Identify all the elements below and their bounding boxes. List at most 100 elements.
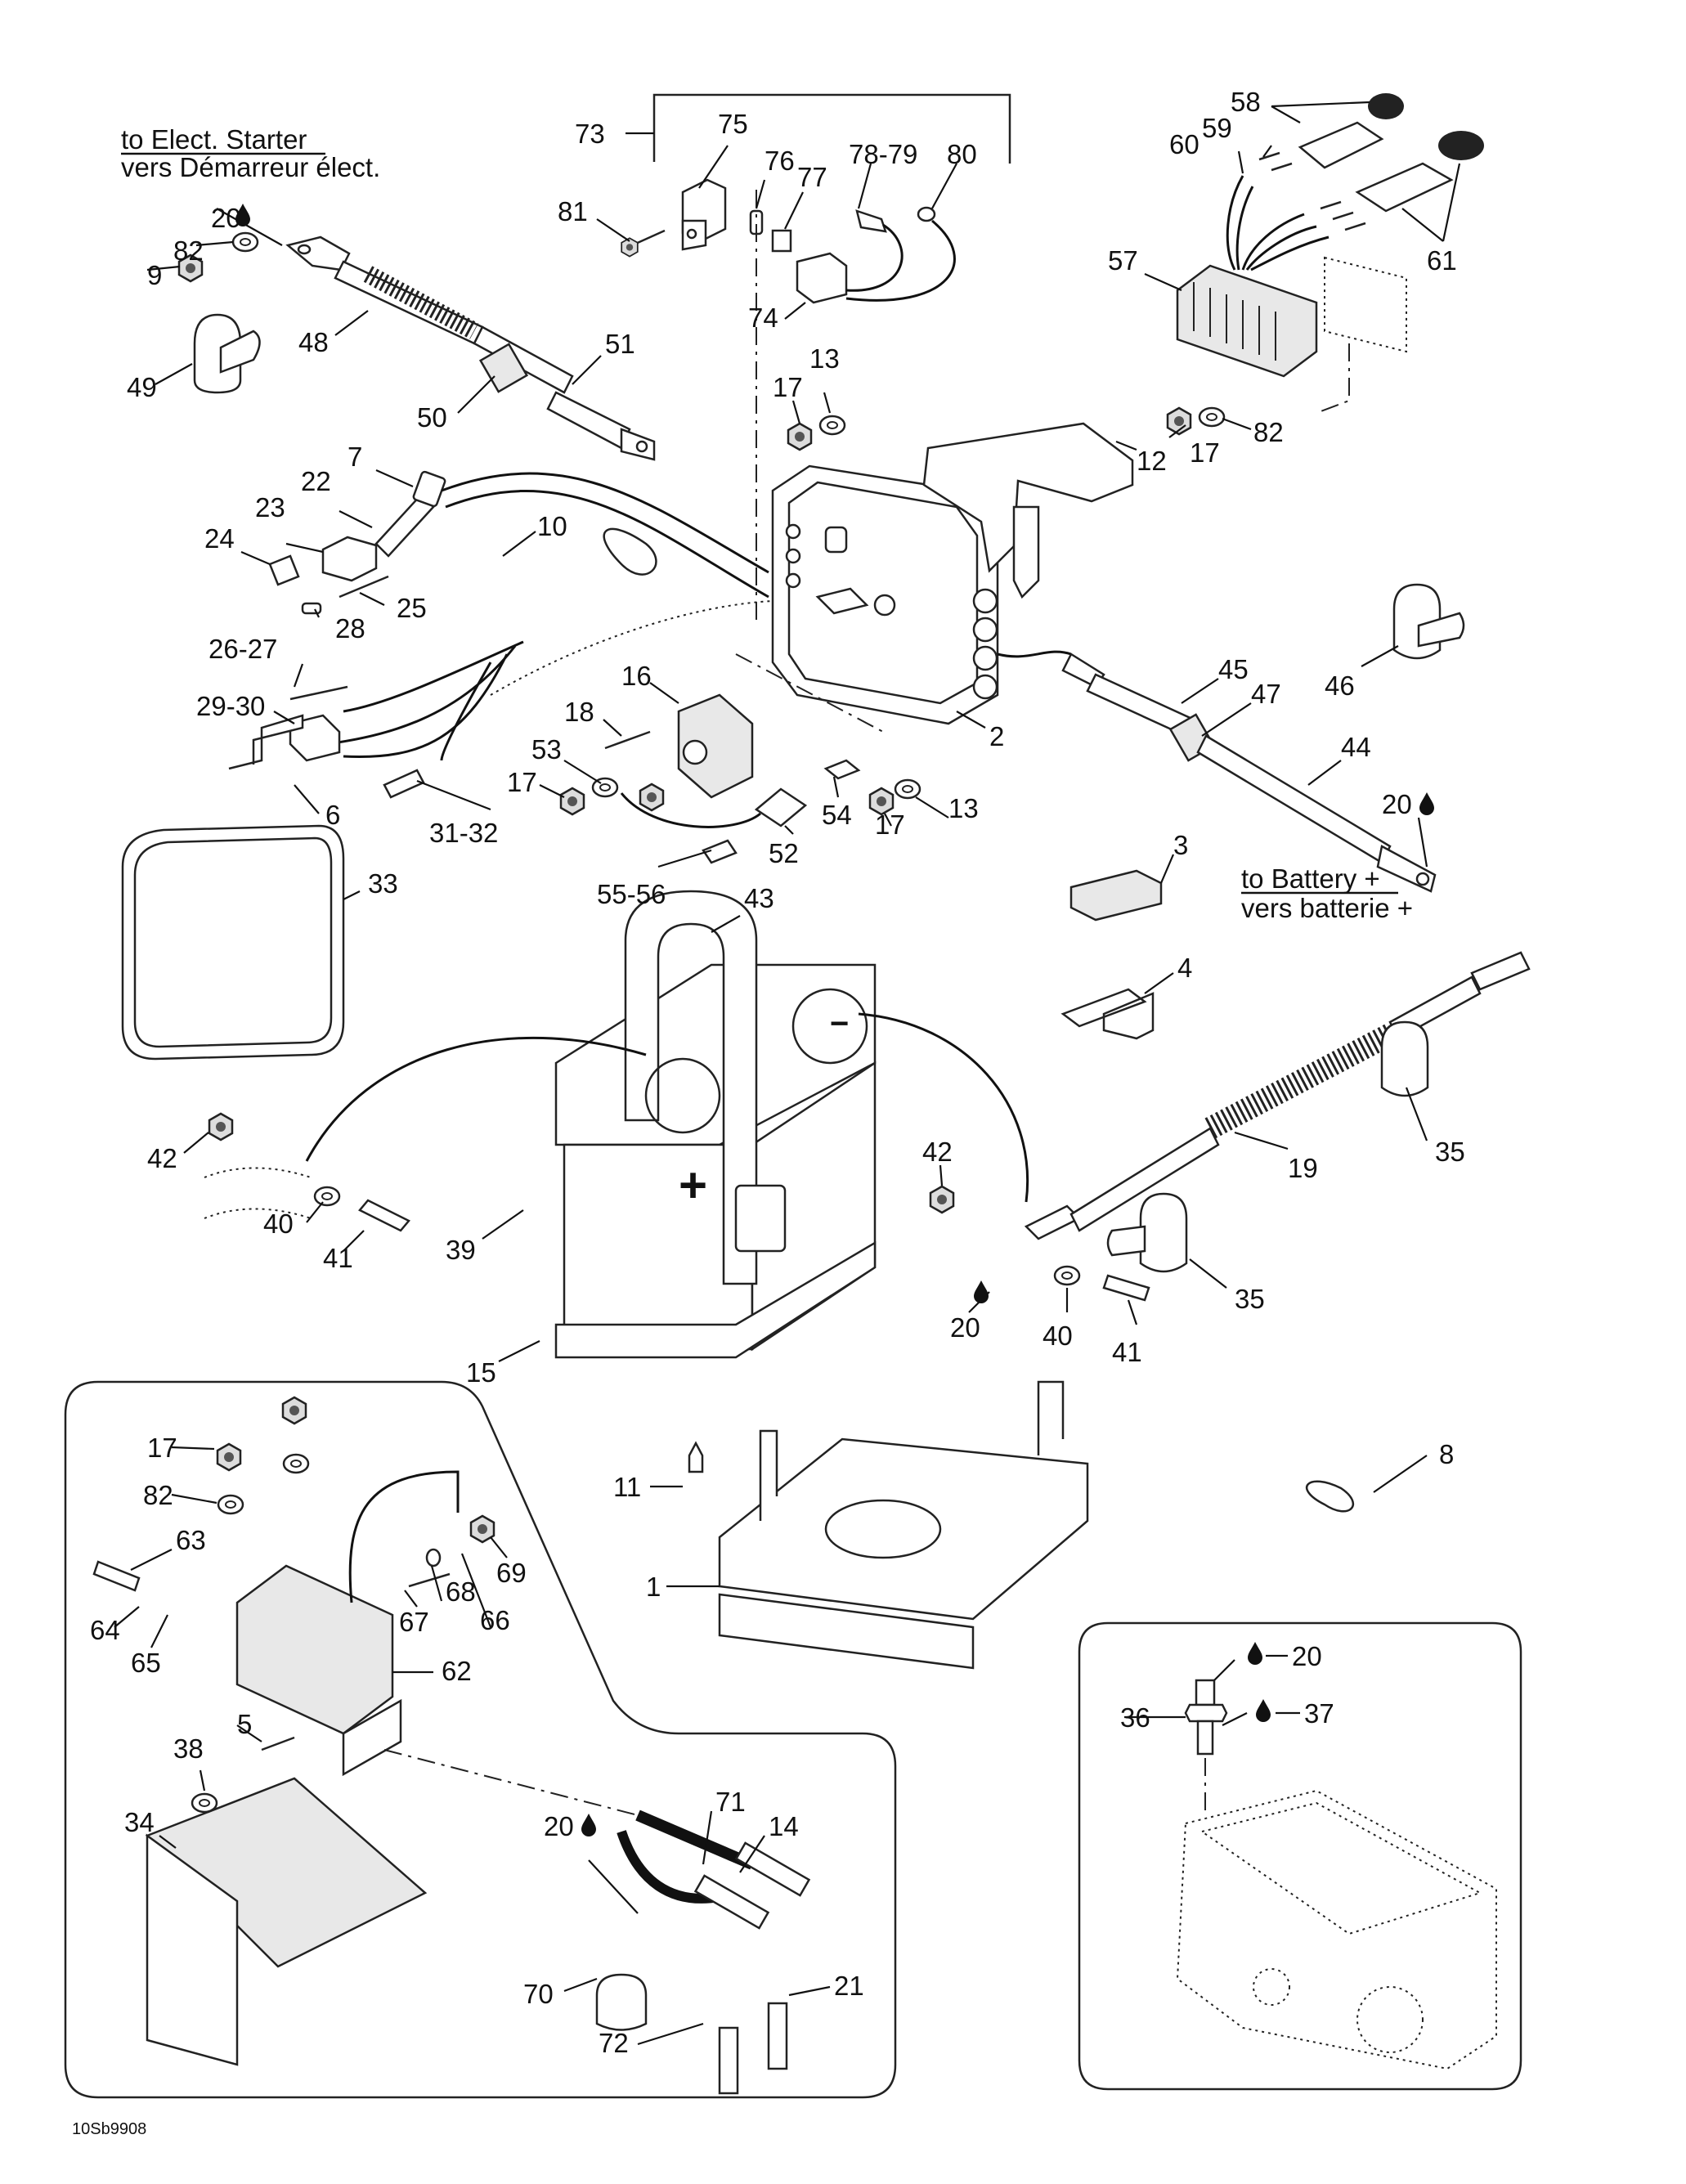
positive-symbol: +: [679, 1158, 707, 1213]
rivet-11: [688, 1441, 704, 1473]
boot-35b: [1106, 1192, 1188, 1273]
callout-41: 41: [323, 1243, 353, 1273]
callout-47: 47: [1251, 679, 1281, 709]
screw-5: [261, 1736, 295, 1751]
callout-39: 39: [446, 1235, 476, 1265]
callout-6: 6: [325, 800, 340, 830]
callout-26-27: 26-27: [209, 634, 277, 664]
callout-4: 4: [1177, 953, 1192, 983]
callout-66: 66: [480, 1605, 510, 1635]
callout-46: 46: [1325, 670, 1355, 701]
tie-wrap-10: [603, 527, 657, 576]
battery-note: to Battery + vers batterie +: [1241, 863, 1413, 923]
callout-80: 80: [947, 139, 977, 169]
sensor-36: [1184, 1679, 1228, 1756]
callout-21: 21: [834, 1971, 864, 2001]
cover-33: [121, 824, 345, 1061]
callout-50: 50: [417, 402, 447, 433]
boot-35a: [1380, 1020, 1429, 1097]
callout-44: 44: [1341, 732, 1371, 762]
inset-engine: [1078, 1621, 1522, 2091]
callout-10: 10: [537, 511, 567, 541]
sleeve-55-56: [702, 839, 738, 864]
callout-72: 72: [599, 2028, 629, 2058]
callout-54: 54: [822, 800, 852, 830]
callout-25: 25: [397, 593, 427, 623]
callout-61: 61: [1427, 245, 1457, 276]
callout-51: 51: [605, 329, 635, 359]
callout-67: 67: [399, 1607, 429, 1637]
battery-39: + −: [554, 890, 877, 1352]
callout-20: 20: [950, 1312, 980, 1343]
callout-29-30: 29-30: [196, 691, 265, 721]
callout-74: 74: [748, 303, 778, 333]
callout-13: 13: [948, 793, 979, 823]
boot-46: [1392, 583, 1465, 660]
callout-17: 17: [147, 1433, 177, 1463]
note-vers-batterie: vers batterie +: [1241, 893, 1413, 923]
callout-3: 3: [1173, 830, 1188, 860]
main-harness: [321, 470, 773, 761]
callout-33: 33: [368, 868, 398, 899]
callout-75: 75: [718, 109, 748, 139]
callout-15: 15: [466, 1357, 496, 1388]
callout-78-79: 78-79: [849, 139, 917, 169]
terminal-26-27: [289, 685, 348, 701]
callout-36: 36: [1120, 1702, 1150, 1733]
callout-43: 43: [744, 883, 774, 913]
bolt-67: [408, 1572, 451, 1588]
engine: [1176, 1789, 1497, 2070]
callout-55-56: 55-56: [597, 879, 666, 909]
regulator-57: [1176, 264, 1318, 378]
callout-63: 63: [176, 1525, 206, 1555]
callout-42: 42: [147, 1143, 177, 1173]
callout-18: 18: [564, 697, 594, 727]
solenoid-16: [604, 693, 754, 799]
callout-53: 53: [531, 734, 562, 765]
terminal-24: [268, 554, 300, 586]
callout-82: 82: [1253, 417, 1284, 447]
drop-icon: [974, 1280, 989, 1303]
arrow-negative: [858, 1012, 1029, 1203]
drop-icon: [1419, 792, 1434, 815]
callout-69: 69: [496, 1558, 527, 1588]
spark-plug-2: [767, 2002, 788, 2070]
callout-20: 20: [544, 1811, 574, 1841]
note-to-starter: to Elect. Starter: [121, 124, 307, 155]
callout-82: 82: [173, 235, 204, 266]
connectors-58-61: [1258, 93, 1484, 231]
callout-17: 17: [773, 372, 803, 402]
callout-31-32: 31-32: [429, 818, 498, 848]
callout-38: 38: [173, 1733, 204, 1764]
drop-icon: [1256, 1699, 1271, 1722]
inset-ignition: [64, 1380, 897, 2099]
note-to-battery: to Battery +: [1241, 863, 1380, 894]
callout-17: 17: [507, 767, 537, 797]
callout-11: 11: [613, 1472, 641, 1502]
drawing-code: 10Sb9908: [72, 2120, 146, 2138]
cap-70: [595, 1973, 648, 2031]
drop-icon: [1248, 1642, 1262, 1665]
fuse-holder-parts: [621, 178, 956, 304]
callout-62: 62: [442, 1656, 472, 1686]
callout-41: 41: [1112, 1337, 1142, 1367]
note-vers-demarreur: vers Démarreur élect.: [121, 152, 380, 182]
spark-plug-1: [718, 2026, 739, 2095]
leader-lines: [114, 101, 1461, 2046]
callout-58: 58: [1231, 87, 1261, 117]
callout-64: 64: [90, 1615, 120, 1645]
callout-19: 19: [1288, 1153, 1318, 1183]
callout-81: 81: [558, 196, 588, 226]
boot-49: [193, 313, 261, 394]
pin-25: [339, 575, 389, 599]
callout-76: 76: [765, 146, 795, 176]
clip-3: [1069, 869, 1163, 922]
callout-20: 20: [1292, 1641, 1322, 1671]
callout-57: 57: [1108, 245, 1138, 276]
seal-28: [301, 602, 322, 615]
callout-52: 52: [769, 838, 799, 868]
callout-70: 70: [523, 1979, 554, 2009]
callout-34: 34: [124, 1807, 155, 1837]
callout-2: 2: [989, 721, 1004, 751]
bracket-12: [922, 422, 1134, 599]
